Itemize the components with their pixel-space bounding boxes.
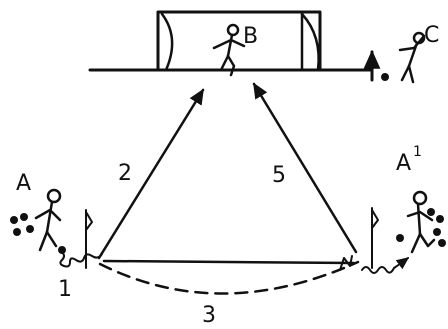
goal-icon <box>156 10 322 72</box>
goalkeeper-label: B <box>243 24 258 49</box>
goalkeeper-figure-icon <box>212 23 246 77</box>
ball-pile-right-icon <box>396 208 446 247</box>
dribble-path-left <box>59 251 103 268</box>
player-c-figure-icon <box>398 31 426 84</box>
step-5-label: 5 <box>272 163 286 188</box>
marker-right-icon <box>339 255 353 271</box>
player-a-label: A <box>16 171 31 196</box>
ball-icon <box>381 73 389 81</box>
step-1-label: 1 <box>58 277 72 302</box>
dribble-path-right <box>361 257 410 274</box>
player-a1-label: A <box>396 151 411 176</box>
step-3-label: 3 <box>202 303 216 328</box>
pass-line-2 <box>97 88 205 260</box>
ball-pile-left-icon <box>10 213 66 254</box>
player-a1-superscript: 1 <box>413 144 422 160</box>
pass-line-5 <box>252 82 358 254</box>
run-line-3 <box>98 260 360 295</box>
flag-pole-left-icon <box>85 209 93 269</box>
player-a-figure-icon <box>34 188 62 252</box>
flag-pole-right-icon <box>371 207 379 269</box>
step-2-label: 2 <box>118 161 132 186</box>
player-a1-figure-icon <box>406 190 436 254</box>
pass-line-base <box>102 259 356 265</box>
player-c-label: C <box>424 23 439 48</box>
